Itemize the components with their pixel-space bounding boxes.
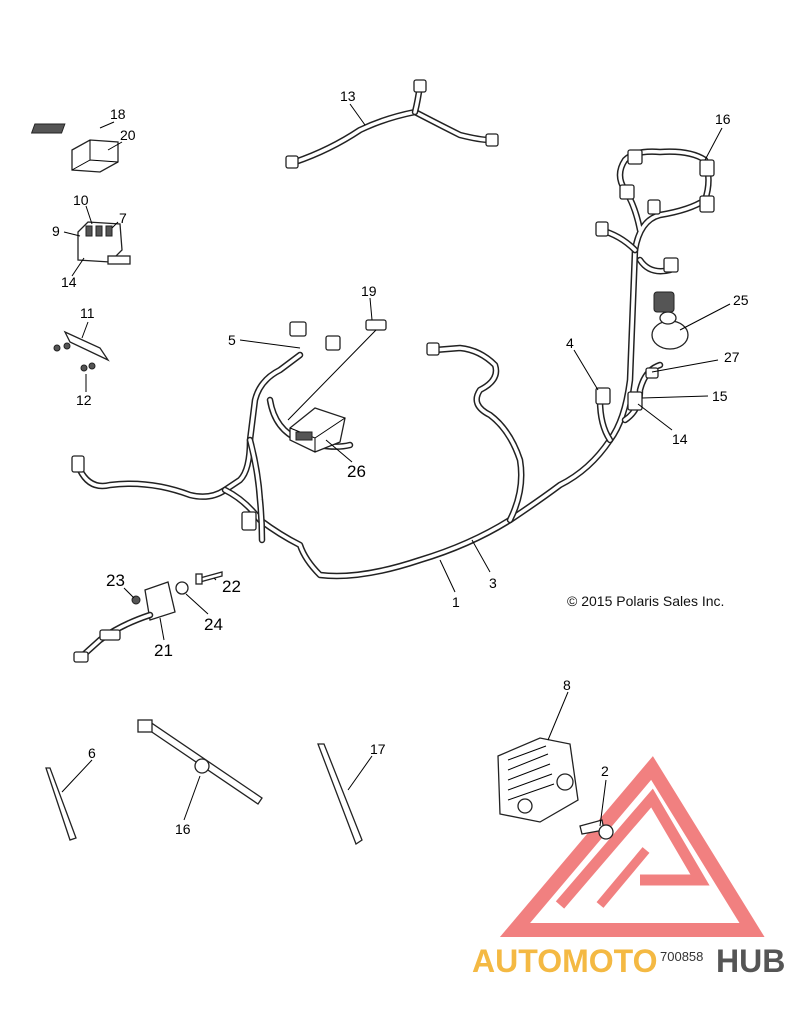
callout-5: 5: [228, 332, 236, 348]
relay-holder-parts: [30, 123, 131, 372]
copyright-notice: © 2015 Polaris Sales Inc.: [567, 593, 724, 609]
callout-labels: 13 16 18 20 10 9 7 14 11 12 19 5 25 4 27…: [52, 88, 749, 837]
main-harness: [71, 148, 715, 580]
callout-19: 19: [361, 283, 377, 299]
leader-lines: [61, 103, 731, 827]
callout-18: 18: [110, 106, 126, 122]
sensor-21: [73, 571, 223, 663]
callout-11: 11: [80, 305, 95, 321]
callout-15: 15: [712, 388, 728, 404]
callout-3: 3: [489, 575, 497, 591]
tie-strap-17: [317, 743, 363, 845]
regulator-8: [497, 737, 579, 823]
callout-25: 25: [733, 292, 749, 308]
watermark-logo: [499, 756, 765, 937]
tie-strap-6: [45, 767, 77, 841]
callout-10: 10: [73, 192, 89, 208]
callout-13: 13: [340, 88, 356, 104]
callout-20: 20: [120, 127, 136, 143]
grommet-25: [651, 291, 689, 350]
callout-26: 26: [347, 462, 366, 481]
callout-6: 6: [88, 745, 96, 761]
callout-1: 1: [452, 594, 460, 610]
sub-harness-13: [285, 79, 499, 169]
watermark-brand-right: HUB: [716, 943, 785, 979]
clip-19: [365, 319, 387, 331]
callout-2: 2: [601, 763, 609, 779]
callout-23: 23: [106, 571, 125, 590]
callout-8: 8: [563, 677, 571, 693]
callout-27: 27: [724, 349, 740, 365]
callout-16: 16: [715, 111, 731, 127]
callout-17: 17: [370, 741, 386, 757]
callout-12: 12: [76, 392, 92, 408]
callout-9: 9: [52, 223, 60, 239]
watermark-brand-left: AUTOMOTO: [472, 943, 657, 979]
callout-4: 4: [566, 335, 574, 351]
callout-14: 14: [672, 431, 688, 447]
callout-21: 21: [154, 641, 173, 660]
module-26: [289, 407, 346, 453]
screw-2: [579, 819, 614, 840]
callout-16: 16: [175, 821, 191, 837]
callout-14: 14: [61, 274, 77, 290]
callout-7: 7: [119, 210, 127, 226]
callout-22: 22: [222, 577, 241, 596]
diagram-part-number: 700858: [660, 949, 703, 964]
callout-24: 24: [204, 615, 223, 634]
cable-tie-16: [137, 719, 263, 805]
